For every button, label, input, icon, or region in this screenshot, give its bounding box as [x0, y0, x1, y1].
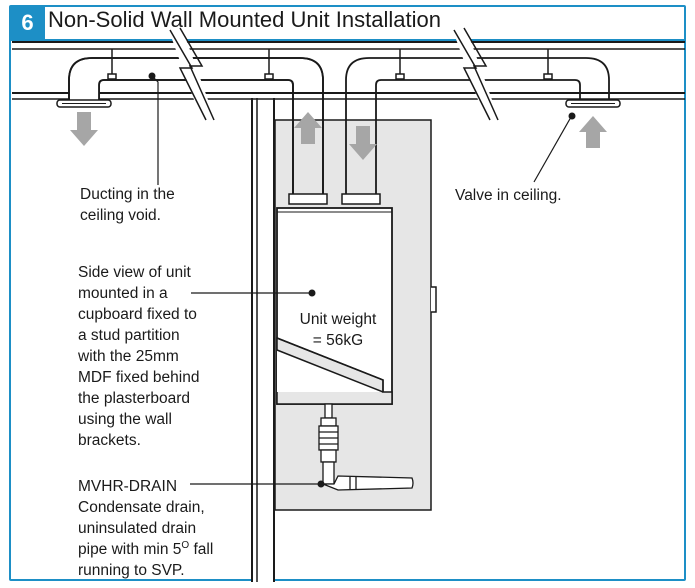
label-side-line: MDF fixed behind	[78, 369, 200, 386]
leader-dot-valve	[568, 112, 576, 120]
label-side-line: Side view of unit	[78, 264, 191, 281]
label-drain-title: MVHR-DRAIN	[78, 478, 178, 495]
ceiling-valve-left	[56, 99, 112, 108]
arrow-up-extract-icon	[294, 112, 322, 144]
arrow-down-supply-icon	[349, 126, 377, 160]
step-number-badge: 6	[10, 6, 45, 39]
label-side-line: the plasterboard	[78, 390, 191, 407]
label-valve-line: Valve in ceiling.	[455, 187, 562, 204]
label-side-line: a stud partition	[78, 327, 180, 344]
label-side-line: cupboard fixed to	[78, 306, 197, 323]
degree-sign: O	[181, 539, 190, 551]
label-ducting-line: ceiling void.	[80, 207, 161, 224]
label-weight-line: Unit weight	[299, 311, 377, 328]
label-side-line: using the wall	[78, 411, 172, 428]
label-side-line: with the 25mm	[78, 348, 179, 365]
page-title: Non-Solid Wall Mounted Unit Installation	[48, 7, 441, 32]
condensate-drain	[318, 403, 414, 491]
leader-dot-ducting	[148, 72, 156, 80]
leader-dot-drain	[317, 480, 325, 488]
label-weight-value: = 56kG	[312, 332, 364, 349]
label-side-line: brackets.	[78, 432, 141, 449]
label-drain-fall-text: pipe with min 5	[78, 541, 182, 558]
arrow-up-valve-icon	[579, 116, 607, 148]
label-unit-weight: Unit weight = 56kG	[292, 309, 384, 351]
label-valve: Valve in ceiling.	[455, 185, 562, 206]
duct-break-right	[452, 27, 500, 122]
arrow-down-valve-icon	[70, 112, 98, 146]
stud-partition	[252, 98, 274, 582]
label-ducting: Ducting in the ceiling void.	[80, 184, 175, 226]
label-drain: MVHR-DRAIN Condensate drain, uninsulated…	[78, 476, 213, 581]
duct-break-left	[168, 27, 216, 122]
label-drain-line: Condensate drain,	[78, 499, 205, 516]
leader-dot-unit	[308, 289, 316, 297]
label-drain-fall-suffix: fall	[189, 541, 214, 558]
spigot-right	[341, 193, 381, 205]
cupboard-catch	[431, 286, 437, 313]
label-drain-line: running to SVP.	[78, 562, 185, 579]
label-side-view: Side view of unit mounted in a cupboard …	[78, 262, 199, 451]
diagram-frame	[9, 5, 686, 581]
duct-hangers	[107, 49, 553, 80]
label-side-line: mounted in a	[78, 285, 168, 302]
label-drain-line: uninsulated drain	[78, 520, 197, 537]
label-ducting-line: Ducting in the	[80, 186, 175, 203]
ceiling-valve-right	[565, 99, 621, 108]
spigot-left	[288, 193, 328, 205]
label-drain-line: pipe with min 5O fall	[78, 539, 213, 560]
